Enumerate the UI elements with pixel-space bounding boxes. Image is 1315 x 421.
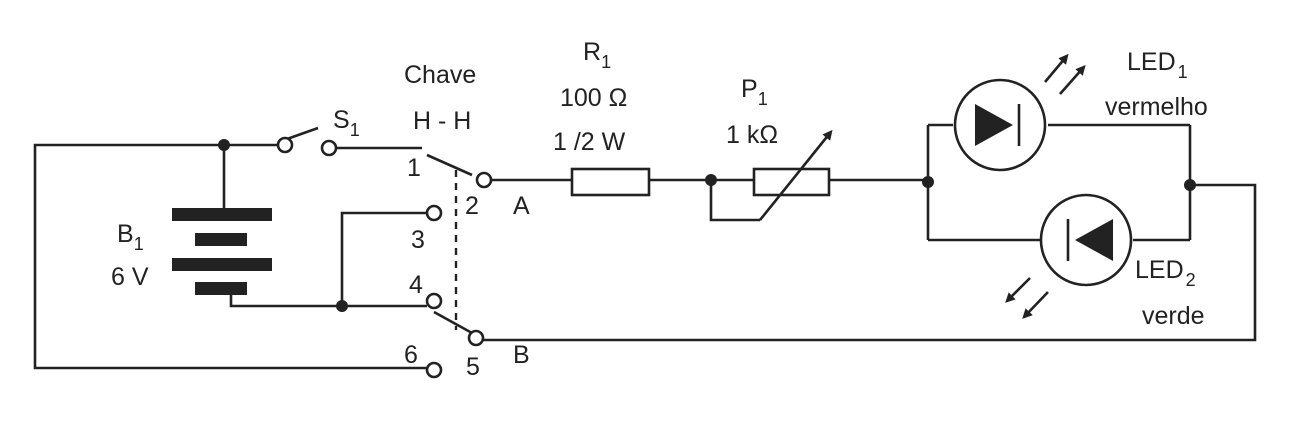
led1-color-label: vermelho — [1105, 93, 1208, 121]
wire-return-b — [483, 183, 1257, 342]
junction-battery-plus — [218, 139, 230, 151]
junction-p1 — [705, 174, 717, 186]
wire-battery-minus — [229, 290, 427, 308]
switch-pin-1: 1 — [407, 154, 421, 182]
led2-color-label: verde — [1142, 302, 1205, 330]
potentiometer-ref-label: P1 — [741, 75, 768, 109]
switch-pin-6: 6 — [404, 341, 418, 369]
resistor-value-label: 100 Ω — [560, 84, 627, 112]
potentiometer-value-label: 1 kΩ — [726, 121, 778, 149]
battery-value-label: 6 V — [111, 263, 149, 291]
switch-s1-symbol — [276, 126, 338, 157]
junctions — [218, 139, 1196, 312]
led2-symbol — [1005, 193, 1133, 319]
resistor-r1-symbol — [570, 167, 651, 197]
wire-outer-loop — [33, 143, 427, 370]
switch-pin-4: 4 — [409, 271, 423, 299]
battery-ref-label: B1 — [117, 220, 144, 254]
led1-symbol — [953, 53, 1086, 172]
junction-battery-minus — [336, 300, 348, 312]
resistor-ref-label: R1 — [583, 38, 611, 72]
wire-pin3-link — [340, 211, 427, 306]
switch-hh-symbol — [425, 153, 493, 379]
wire-p1-wiper — [709, 180, 760, 222]
node-a-label: A — [513, 192, 530, 220]
potentiometer-p1-symbol — [752, 129, 833, 221]
switch-pin-2: 2 — [465, 192, 479, 220]
switch-hh-type: H - H — [413, 107, 471, 135]
wires — [33, 123, 1257, 370]
junction-led-right — [1184, 179, 1196, 191]
switch-pin-5: 5 — [466, 353, 480, 381]
resistor-power-label: 1 /2 W — [553, 128, 626, 156]
junction-led-left — [922, 176, 934, 188]
switch-hh-name: Chave — [404, 61, 476, 89]
switch-pin-3: 3 — [411, 226, 425, 254]
switch-s1-label: S1 — [333, 106, 360, 140]
node-b-label: B — [513, 341, 530, 369]
battery-b1-symbol — [172, 208, 272, 295]
